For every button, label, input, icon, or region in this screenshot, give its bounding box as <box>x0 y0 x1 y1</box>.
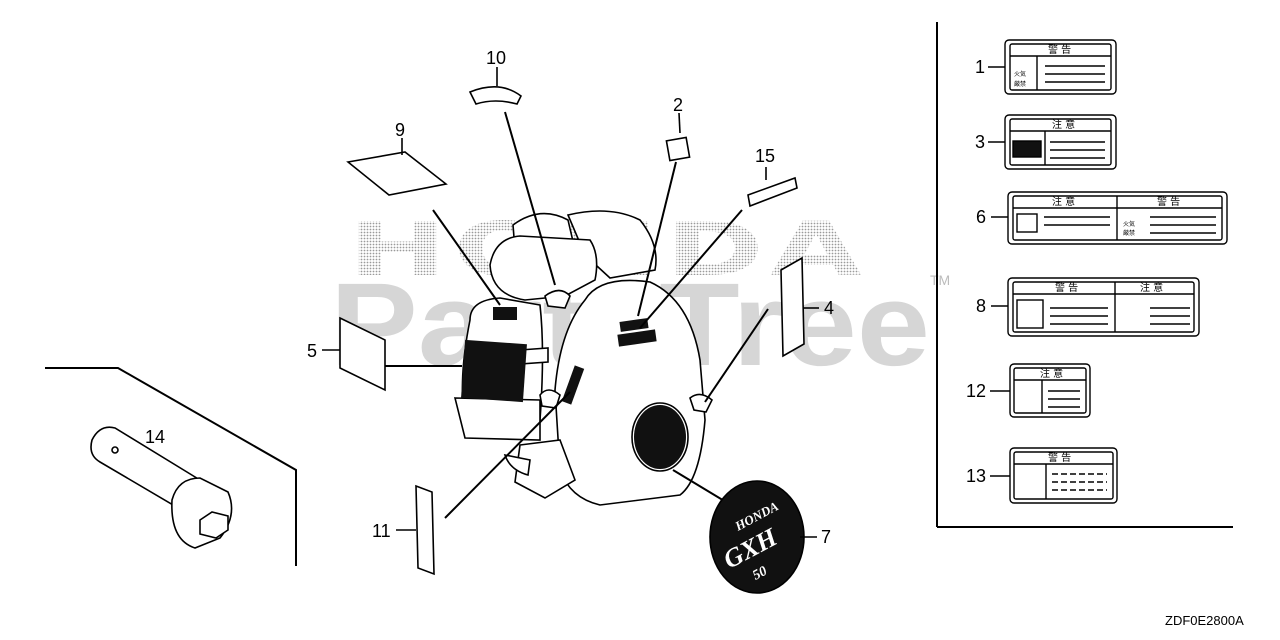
callout-11: 11 <box>372 521 391 541</box>
callout-7: 7 <box>821 527 831 547</box>
callout-2: 2 <box>673 95 683 115</box>
gxh50-emblem: HONDA GXH 50 <box>709 480 805 594</box>
callout-14: 14 <box>145 427 165 447</box>
label-6 <box>1007 191 1228 245</box>
label-6-warning: 警 告 <box>1157 195 1180 208</box>
emblem-size: 50 <box>750 564 769 584</box>
spark-plug-wrench <box>90 426 233 549</box>
label-13 <box>1009 447 1118 504</box>
callout-5: 5 <box>307 341 317 361</box>
callout-13: 13 <box>966 466 986 486</box>
label-8 <box>1007 277 1200 337</box>
label-3 <box>1004 114 1117 170</box>
engine-assembly <box>453 210 713 506</box>
watermark-trademark: TM <box>930 272 950 288</box>
engine-label-areas <box>461 307 686 469</box>
diagram-code: ZDF0E2800A <box>1165 613 1244 628</box>
callout-15: 15 <box>755 146 775 166</box>
label-12 <box>1009 363 1091 418</box>
label-panel-frame <box>936 22 1233 528</box>
callout-8: 8 <box>976 296 986 316</box>
label-1-title: 警 告 <box>1048 43 1071 56</box>
callout-6: 6 <box>976 207 986 227</box>
label-6-fire-line2: 厳禁 <box>1123 229 1135 237</box>
label-13-title: 警 告 <box>1048 451 1071 464</box>
panel-leaders <box>322 66 1010 538</box>
callout-12: 12 <box>966 381 986 401</box>
callout-10: 10 <box>486 48 506 68</box>
leader-lines <box>154 111 769 519</box>
label-6-fire-line1: 火気 <box>1123 220 1135 228</box>
label-6-caution: 注 意 <box>1052 195 1075 208</box>
label-1-fire-line1: 火気 <box>1014 70 1026 78</box>
label-12-title: 注 意 <box>1040 367 1063 380</box>
label-1-fire-line2: 厳禁 <box>1014 80 1026 88</box>
callout-numbers: 1 2 3 4 5 6 7 8 9 10 11 12 13 14 15 <box>145 48 986 547</box>
label-8-warning: 警 告 <box>1055 281 1078 294</box>
tool-frame <box>45 367 297 566</box>
label-1 <box>1004 39 1117 95</box>
loose-labels <box>339 86 805 576</box>
callout-4: 4 <box>824 298 834 318</box>
callout-3: 3 <box>975 132 985 152</box>
callout-9: 9 <box>395 120 405 140</box>
label-8-caution: 注 意 <box>1140 281 1163 294</box>
callout-1: 1 <box>975 57 985 77</box>
label-3-title: 注 意 <box>1052 118 1075 131</box>
